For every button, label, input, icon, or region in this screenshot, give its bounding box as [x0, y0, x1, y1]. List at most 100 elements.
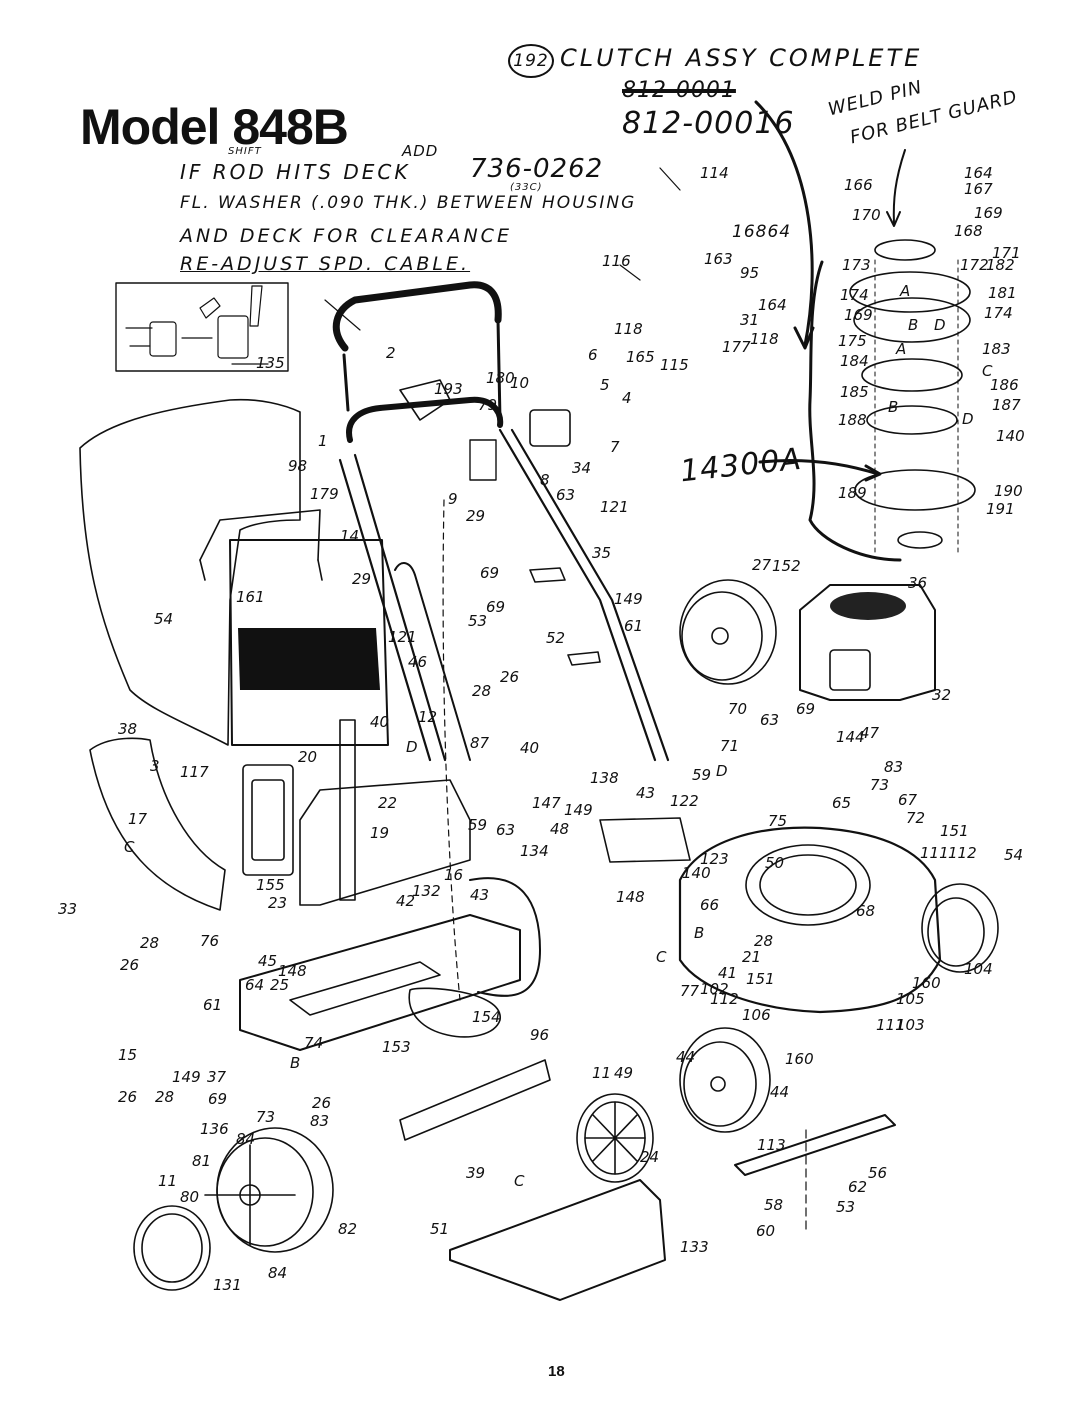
shift-note: SHIFT	[228, 146, 262, 157]
part-label-p72: 72	[906, 809, 925, 827]
part-label-p113: 113	[757, 1136, 786, 1154]
part-label-p117: 117	[180, 763, 209, 781]
part-label-p44a: 44	[676, 1048, 695, 1066]
part-label-p84a: 84	[236, 1130, 255, 1148]
part-label-p6: 6	[588, 346, 598, 364]
part-label-p98: 98	[288, 457, 307, 475]
part-label-lD1: D	[934, 316, 946, 334]
part-label-p153: 153	[382, 1038, 411, 1056]
part-label-p111a: 111	[920, 844, 949, 862]
part-label-p38: 38	[118, 720, 137, 738]
part-label-p46: 46	[408, 653, 427, 671]
part-label-p190: 190	[994, 482, 1023, 500]
part-label-lA1: A	[899, 282, 910, 300]
part-label-lD3: D	[406, 738, 418, 756]
part-label-p25: 25	[270, 976, 289, 994]
part-label-p40b: 40	[520, 739, 539, 757]
wheel-front-hubcap	[576, 1093, 654, 1183]
part-label-p131: 131	[213, 1276, 242, 1294]
part-label-p114: 114	[700, 164, 729, 182]
part-label-lB4: B	[290, 1054, 300, 1072]
part-label-p44b: 44	[770, 1083, 789, 1101]
wheel-right	[921, 883, 999, 973]
hubcap-bottom-left	[133, 1205, 211, 1291]
part-label-p151b: 151	[746, 970, 775, 988]
part-label-p181: 181	[988, 284, 1017, 302]
part-label-p7: 7	[610, 438, 620, 456]
part-label-p63a: 63	[556, 486, 575, 504]
inset-frame	[115, 282, 289, 372]
part-label-p118b: 118	[750, 330, 779, 348]
part-label-p20: 20	[298, 748, 317, 766]
part-label-p70: 70	[728, 700, 747, 718]
part-label-p165: 165	[626, 348, 655, 366]
part-label-p177: 177	[722, 338, 751, 356]
part-label-p63b: 63	[496, 821, 515, 839]
part-label-p83b: 83	[310, 1112, 329, 1130]
clutch-assy-title: CLUTCH ASSY COMPLETE	[560, 44, 923, 72]
part-label-p60: 60	[756, 1222, 775, 1240]
part-label-p28a: 28	[140, 934, 159, 952]
part-label-p104: 104	[964, 960, 993, 978]
part-label-p83a: 83	[884, 758, 903, 776]
part-label-p96: 96	[530, 1026, 549, 1044]
part-label-p148b: 148	[616, 888, 645, 906]
part-label-p154: 154	[472, 1008, 501, 1026]
part-label-p42: 42	[396, 892, 415, 910]
part-label-p39: 39	[466, 1164, 485, 1182]
part-label-p2: 2	[386, 344, 396, 362]
part-label-p184: 184	[840, 352, 869, 370]
part-label-p43b: 43	[470, 886, 489, 904]
part-label-p112b: 112	[710, 990, 739, 1008]
part-label-p84b: 84	[268, 1264, 287, 1282]
part-label-p73b: 73	[870, 776, 889, 794]
14300A-arrow	[758, 459, 880, 476]
part-label-p33: 33	[58, 900, 77, 918]
note-line-3: AND DECK FOR CLEARANCE	[180, 225, 512, 247]
part-label-p69b: 69	[486, 598, 505, 616]
part-label-p79: 79	[478, 396, 497, 414]
part-label-lC3: C	[656, 948, 667, 966]
part-label-p193: 193	[434, 380, 463, 398]
part-label-p40a: 40	[370, 713, 389, 731]
part-label-p36: 36	[908, 574, 927, 592]
part-label-p169a: 169	[974, 204, 1003, 222]
part-label-p24: 24	[640, 1148, 659, 1166]
part-label-p122: 122	[670, 792, 699, 810]
part-label-p69c: 69	[208, 1090, 227, 1108]
part-label-p9: 9	[448, 490, 458, 508]
part-label-lB3: B	[694, 924, 704, 942]
part-label-p47: 47	[860, 724, 880, 742]
grass-bag	[79, 398, 301, 746]
part-label-lB2: B	[888, 398, 898, 416]
note-line-2-superscript: (33C)	[510, 182, 543, 193]
part-label-p77: 77	[680, 982, 700, 1000]
part-label-lC1: C	[124, 838, 135, 856]
part-label-p69d: 69	[796, 700, 815, 718]
part-label-p182: 182	[986, 256, 1015, 274]
clutch-ref-number: 192	[513, 51, 549, 71]
part-label-p103: 103	[896, 1016, 925, 1034]
part-label-p27: 27	[752, 556, 772, 574]
part-label-p54b: 54	[1004, 846, 1023, 864]
part-label-p82: 82	[338, 1220, 357, 1238]
part-label-p118a: 118	[614, 320, 643, 338]
part-label-p14: 14	[340, 527, 359, 545]
part-label-p22: 22	[378, 794, 397, 812]
wheel-top-center	[679, 579, 777, 685]
part-label-p64: 64	[245, 976, 264, 994]
part-label-p49: 49	[614, 1064, 633, 1082]
part-label-p67: 67	[898, 791, 918, 809]
part-label-p34: 34	[572, 459, 591, 477]
part-label-p26d: 26	[312, 1094, 331, 1112]
part-label-p166: 166	[844, 176, 873, 194]
part-label-p115: 115	[660, 356, 689, 374]
part-label-p135: 135	[256, 354, 285, 372]
lower-handle	[346, 396, 504, 443]
part-label-p73a: 73	[256, 1108, 275, 1126]
part-label-p45: 45	[258, 952, 277, 970]
part-label-p183: 183	[982, 340, 1011, 358]
part-label-p5: 5	[600, 376, 610, 394]
note-line-1: IF ROD HITS DECK	[180, 160, 411, 184]
